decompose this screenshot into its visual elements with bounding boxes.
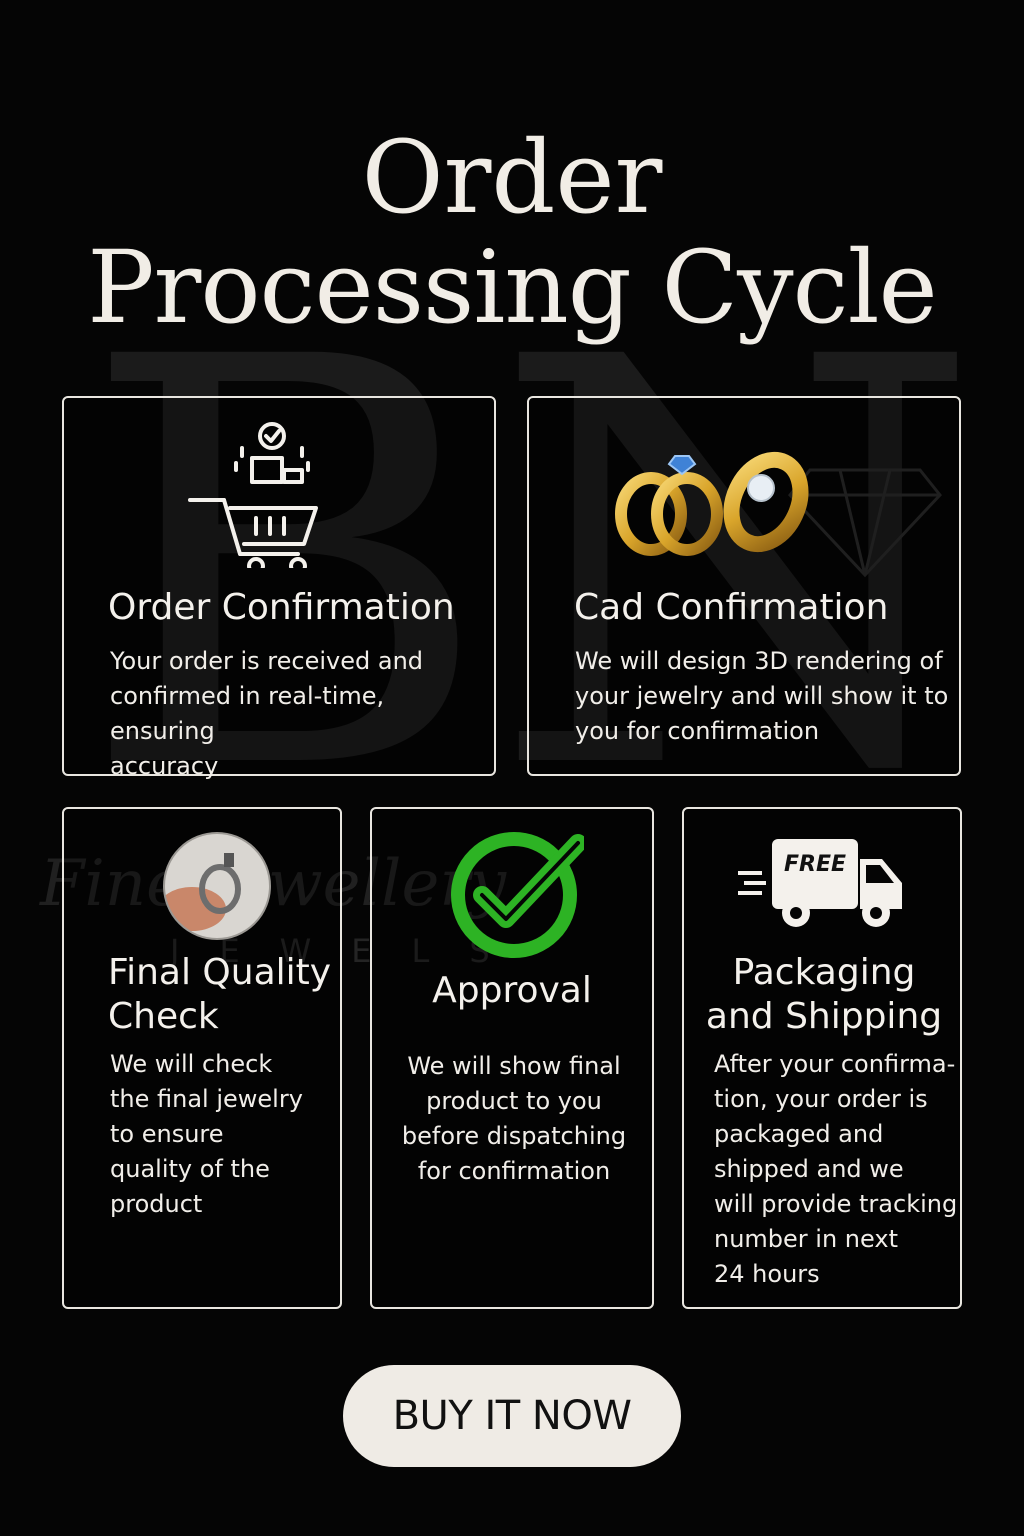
green-checkmark-icon <box>451 832 584 958</box>
step-description: Your order is received and confirmed in … <box>110 647 424 780</box>
buy-it-now-button[interactable]: BUY IT NOW <box>343 1365 681 1467</box>
step-title: Packaging and Shipping <box>705 952 943 1037</box>
step-description: We will design 3D rendering of your jewe… <box>575 647 949 745</box>
step-title: Final Quality Check <box>108 952 332 1037</box>
ring-inspection-icon <box>163 832 271 940</box>
step-title: Order Confirmation <box>108 587 455 628</box>
step-card-order-confirmation: Order Confirmation Your order is receive… <box>62 396 496 780</box>
page-title-line2: Processing Cycle <box>87 229 937 346</box>
free-delivery-truck-icon: FREE <box>738 839 902 927</box>
page-title-line1: Order <box>361 119 663 236</box>
step-description: After your confirma- tion, your order is… <box>714 1050 958 1288</box>
step-card-packaging-shipping: FREE Packaging and Shipping After your c… <box>682 807 962 1309</box>
step-title: Approval <box>432 970 592 1011</box>
step-card-final-quality-check: Final Quality Check We will check the fi… <box>62 807 342 1309</box>
shopping-cart-icon <box>188 422 318 568</box>
step-card-approval: Approval We will show final product to y… <box>370 807 654 1309</box>
gold-rings-icon <box>615 451 809 556</box>
step-card-cad-confirmation: Cad Confirmation We will design 3D rende… <box>527 396 961 776</box>
step-description: We will show final product to you before… <box>401 1052 627 1185</box>
step-description: We will check the final jewelry to ensur… <box>110 1050 303 1218</box>
free-label: FREE <box>784 852 846 877</box>
step-title: Cad Confirmation <box>574 587 889 628</box>
